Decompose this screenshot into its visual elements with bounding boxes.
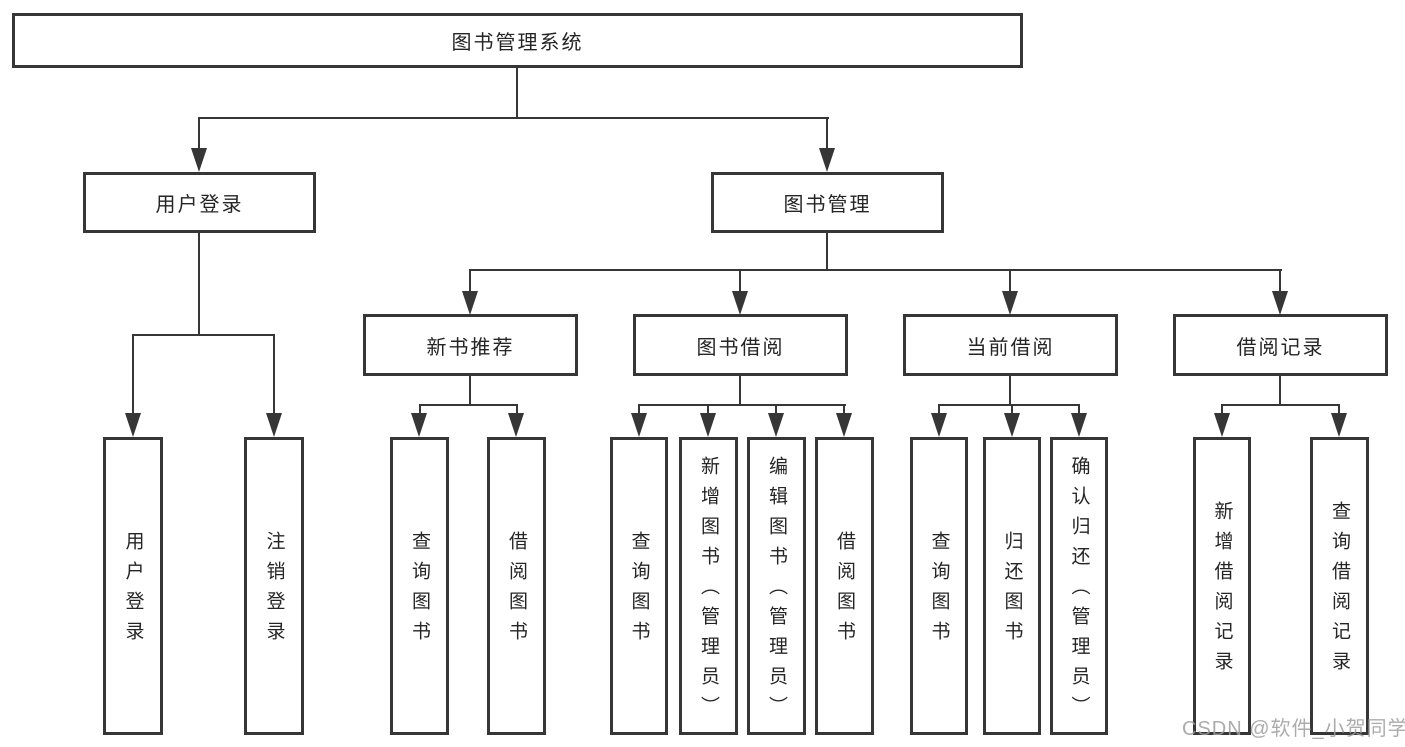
connector-borrow-record-drop-2 bbox=[1338, 404, 1340, 415]
arrow-down-icon bbox=[1071, 413, 1087, 437]
arrow-down-icon bbox=[266, 413, 282, 437]
connector-root-stem bbox=[516, 68, 518, 118]
arrow-down-icon bbox=[1272, 291, 1288, 315]
node-user-login-leaf-label: 用户登录 bbox=[122, 531, 144, 651]
connector-current-borrow-drop-1 bbox=[938, 404, 940, 415]
arrow-down-icon bbox=[125, 413, 141, 437]
watermark: CSDN @软件_小贺同学 bbox=[1182, 718, 1405, 740]
node-query-books-2: 查询图书 bbox=[610, 437, 668, 735]
connector-new-book-drop-2 bbox=[516, 404, 518, 415]
node-query-books-1: 查询图书 bbox=[390, 437, 449, 735]
connector-current-borrow-bar bbox=[938, 404, 1080, 406]
connector-book-borrow-drop-2 bbox=[707, 404, 709, 415]
node-query-books-3-label: 查询图书 bbox=[928, 531, 950, 651]
connector-root-bar bbox=[198, 117, 829, 119]
node-logout: 注销登录 bbox=[244, 437, 304, 735]
node-root-label: 图书管理系统 bbox=[451, 32, 584, 54]
connector-borrow-record-drop-1 bbox=[1221, 404, 1223, 415]
node-borrow-books-1-label: 借阅图书 bbox=[506, 531, 527, 651]
connector-book-borrow-bar bbox=[638, 404, 846, 406]
node-borrowing-records-label: 借阅记录 bbox=[1236, 336, 1325, 359]
node-root: 图书管理系统 bbox=[12, 13, 1023, 68]
node-edit-book-admin-label: 编辑图书（管理员） bbox=[766, 456, 787, 726]
connector-user-login-stem bbox=[198, 233, 200, 335]
connector-current-borrow-drop-2 bbox=[1011, 404, 1013, 415]
connector-root-drop-left bbox=[198, 117, 200, 150]
node-book-management: 图书管理 bbox=[711, 172, 944, 233]
connector-book-borrow-stem bbox=[739, 376, 741, 406]
connector-book-mgmt-drop-4 bbox=[1279, 269, 1281, 293]
node-add-book-admin: 新增图书（管理员） bbox=[679, 437, 738, 735]
node-borrow-books-2-label: 借阅图书 bbox=[834, 531, 855, 651]
node-book-borrowing-label: 图书借阅 bbox=[696, 336, 785, 359]
connector-user-login-bar bbox=[132, 334, 275, 336]
node-current-borrowing-label: 当前借阅 bbox=[966, 336, 1055, 359]
connector-book-borrow-drop-4 bbox=[843, 404, 845, 415]
connector-book-mgmt-drop-3 bbox=[1009, 269, 1011, 293]
connector-book-mgmt-drop-1 bbox=[469, 269, 471, 293]
connector-current-borrow-stem bbox=[1009, 376, 1011, 406]
node-query-books-3: 查询图书 bbox=[910, 437, 968, 735]
node-confirm-return-admin: 确认归还（管理员） bbox=[1050, 437, 1108, 735]
arrow-down-icon bbox=[1214, 413, 1230, 437]
arrow-down-icon bbox=[1002, 291, 1018, 315]
arrow-down-icon bbox=[836, 413, 852, 437]
connector-current-borrow-drop-3 bbox=[1078, 404, 1080, 415]
node-query-borrow-record-label: 查询借阅记录 bbox=[1329, 501, 1350, 681]
node-user-login-label: 用户登录 bbox=[155, 194, 244, 216]
connector-root-drop-right bbox=[826, 117, 828, 150]
arrow-down-icon bbox=[1331, 413, 1347, 437]
arrow-down-icon bbox=[819, 148, 835, 172]
connector-new-book-stem bbox=[469, 376, 471, 406]
arrow-down-icon bbox=[768, 413, 784, 437]
node-return-books-label: 归还图书 bbox=[1001, 531, 1023, 651]
connector-book-mgmt-bar bbox=[469, 269, 1282, 271]
node-add-borrow-record-label: 新增借阅记录 bbox=[1211, 501, 1233, 681]
node-logout-label: 注销登录 bbox=[263, 531, 285, 651]
node-user-login: 用户登录 bbox=[83, 172, 316, 233]
node-borrowing-records: 借阅记录 bbox=[1173, 314, 1388, 376]
connector-borrow-record-bar bbox=[1221, 404, 1340, 406]
node-user-login-leaf: 用户登录 bbox=[103, 437, 163, 735]
node-current-borrowing: 当前借阅 bbox=[903, 314, 1118, 376]
arrow-down-icon bbox=[411, 413, 427, 437]
connector-book-mgmt-drop-2 bbox=[739, 269, 741, 293]
node-confirm-return-admin-label: 确认归还（管理员） bbox=[1068, 456, 1090, 726]
connector-book-borrow-drop-3 bbox=[775, 404, 777, 415]
node-edit-book-admin: 编辑图书（管理员） bbox=[747, 437, 806, 735]
node-book-management-label: 图书管理 bbox=[783, 194, 872, 216]
arrow-down-icon bbox=[508, 413, 524, 437]
connector-book-borrow-drop-1 bbox=[638, 404, 640, 415]
node-query-books-2-label: 查询图书 bbox=[628, 531, 650, 651]
node-add-book-admin-label: 新增图书（管理员） bbox=[698, 456, 719, 726]
node-query-borrow-record: 查询借阅记录 bbox=[1310, 437, 1369, 735]
connector-borrow-record-stem bbox=[1279, 376, 1281, 406]
node-book-borrowing: 图书借阅 bbox=[633, 314, 848, 376]
arrow-down-icon bbox=[191, 148, 207, 172]
arrow-down-icon bbox=[931, 413, 947, 437]
node-new-book-recommend-label: 新书推荐 bbox=[426, 336, 515, 359]
connector-book-mgmt-stem bbox=[826, 233, 828, 271]
node-query-books-1-label: 查询图书 bbox=[409, 531, 430, 651]
connector-new-book-drop-1 bbox=[419, 404, 421, 415]
connector-user-login-drop-1 bbox=[132, 334, 134, 415]
connector-user-login-drop-2 bbox=[273, 334, 275, 415]
node-borrow-books-1: 借阅图书 bbox=[487, 437, 546, 735]
arrow-down-icon bbox=[1004, 413, 1020, 437]
arrow-down-icon bbox=[631, 413, 647, 437]
node-add-borrow-record: 新增借阅记录 bbox=[1193, 437, 1251, 735]
arrow-down-icon bbox=[732, 291, 748, 315]
node-return-books: 归还图书 bbox=[983, 437, 1041, 735]
arrow-down-icon bbox=[700, 413, 716, 437]
node-borrow-books-2: 借阅图书 bbox=[815, 437, 874, 735]
connector-new-book-bar bbox=[419, 404, 517, 406]
arrow-down-icon bbox=[462, 291, 478, 315]
node-new-book-recommend: 新书推荐 bbox=[363, 314, 578, 376]
